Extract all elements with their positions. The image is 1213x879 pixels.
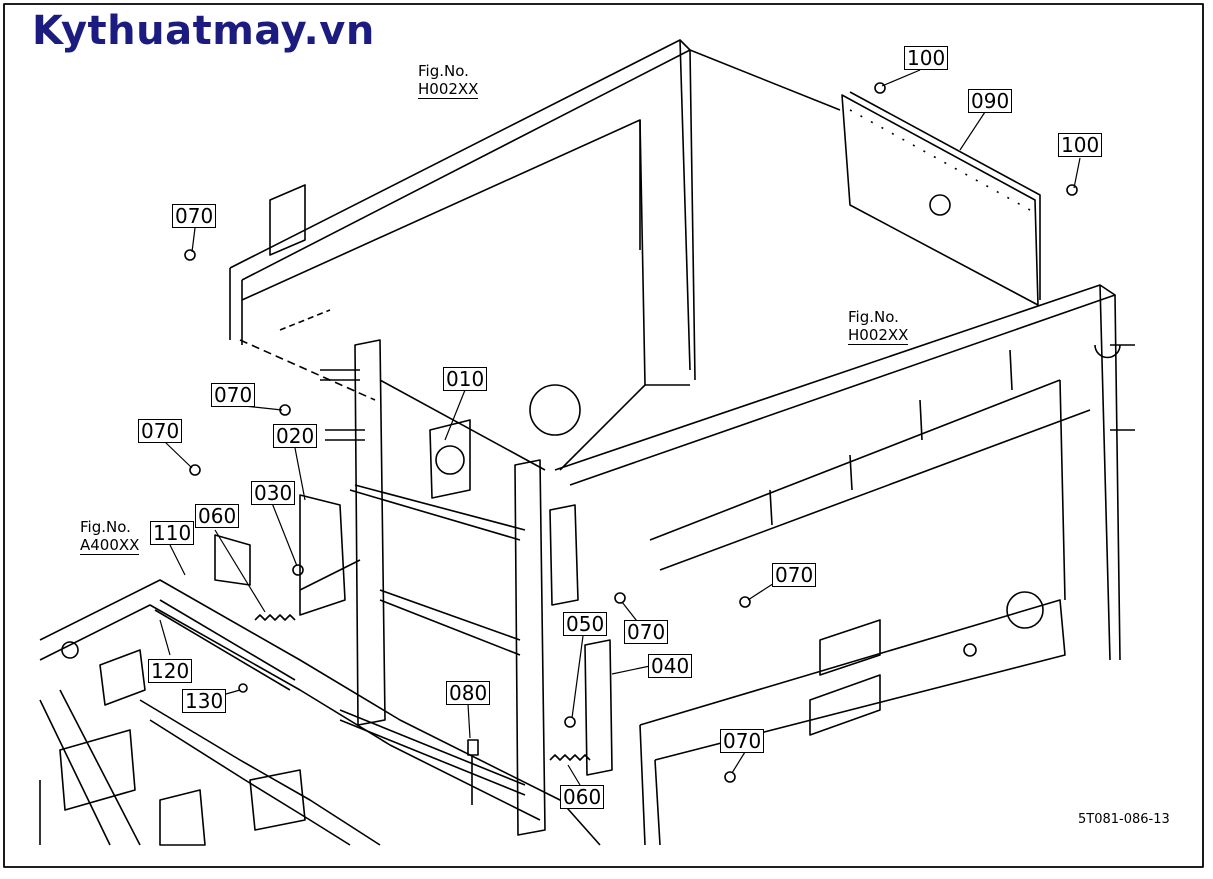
drawing-code: 5T081-086-13 — [1078, 812, 1170, 827]
part-label: 120 — [148, 659, 193, 683]
part-label: 080 — [446, 681, 491, 705]
part-label: 010 — [443, 367, 488, 391]
bolt — [564, 716, 576, 728]
brand-logo: Kythuatmay.vn — [32, 8, 375, 54]
bolt — [874, 82, 886, 94]
part-label: 130 — [182, 689, 227, 713]
fig-ref-label: Fig.No. — [80, 518, 131, 536]
fig-ref-code: A400XX — [80, 536, 140, 555]
part-label: 070 — [772, 563, 817, 587]
part-label: 040 — [648, 654, 693, 678]
bolt — [189, 464, 201, 476]
fig-ref-label: Fig.No. — [418, 62, 469, 80]
part-label: 070 — [211, 383, 256, 407]
bolt — [467, 739, 479, 805]
fig-reference: Fig.No. H002XX — [848, 308, 909, 345]
springs — [154, 559, 591, 761]
part-label: 090 — [968, 89, 1013, 113]
part-label: 070 — [172, 204, 217, 228]
bolt — [1066, 184, 1078, 196]
fig-ref-code: H002XX — [418, 80, 479, 99]
part-label: 030 — [251, 481, 296, 505]
part-label: 100 — [1058, 133, 1103, 157]
bolt — [238, 683, 248, 693]
brackets — [214, 184, 613, 776]
bolt — [614, 592, 626, 604]
fig-ref-label: Fig.No. — [848, 308, 899, 326]
bolt — [724, 771, 736, 783]
part-label: 070 — [138, 419, 183, 443]
part-label: 070 — [624, 620, 669, 644]
fig-reference: Fig.No. H002XX — [418, 62, 479, 99]
bolt — [292, 564, 304, 576]
part-label: 110 — [150, 521, 195, 545]
part-label: 070 — [720, 729, 765, 753]
right-box — [554, 284, 1135, 846]
part-label: 020 — [273, 424, 318, 448]
bolt — [739, 596, 751, 608]
bolt — [184, 249, 196, 261]
center-frame — [320, 339, 581, 836]
rear-plate — [841, 91, 1041, 306]
fig-reference: Fig.No. A400XX — [80, 518, 140, 555]
part-label: 060 — [560, 785, 605, 809]
page-border — [3, 3, 1204, 868]
part-label: 100 — [904, 46, 949, 70]
upper-frame — [229, 39, 841, 471]
fig-ref-code: H002XX — [848, 326, 909, 345]
part-label: 060 — [195, 504, 240, 528]
bolts — [184, 82, 1078, 805]
part-label: 050 — [563, 612, 608, 636]
